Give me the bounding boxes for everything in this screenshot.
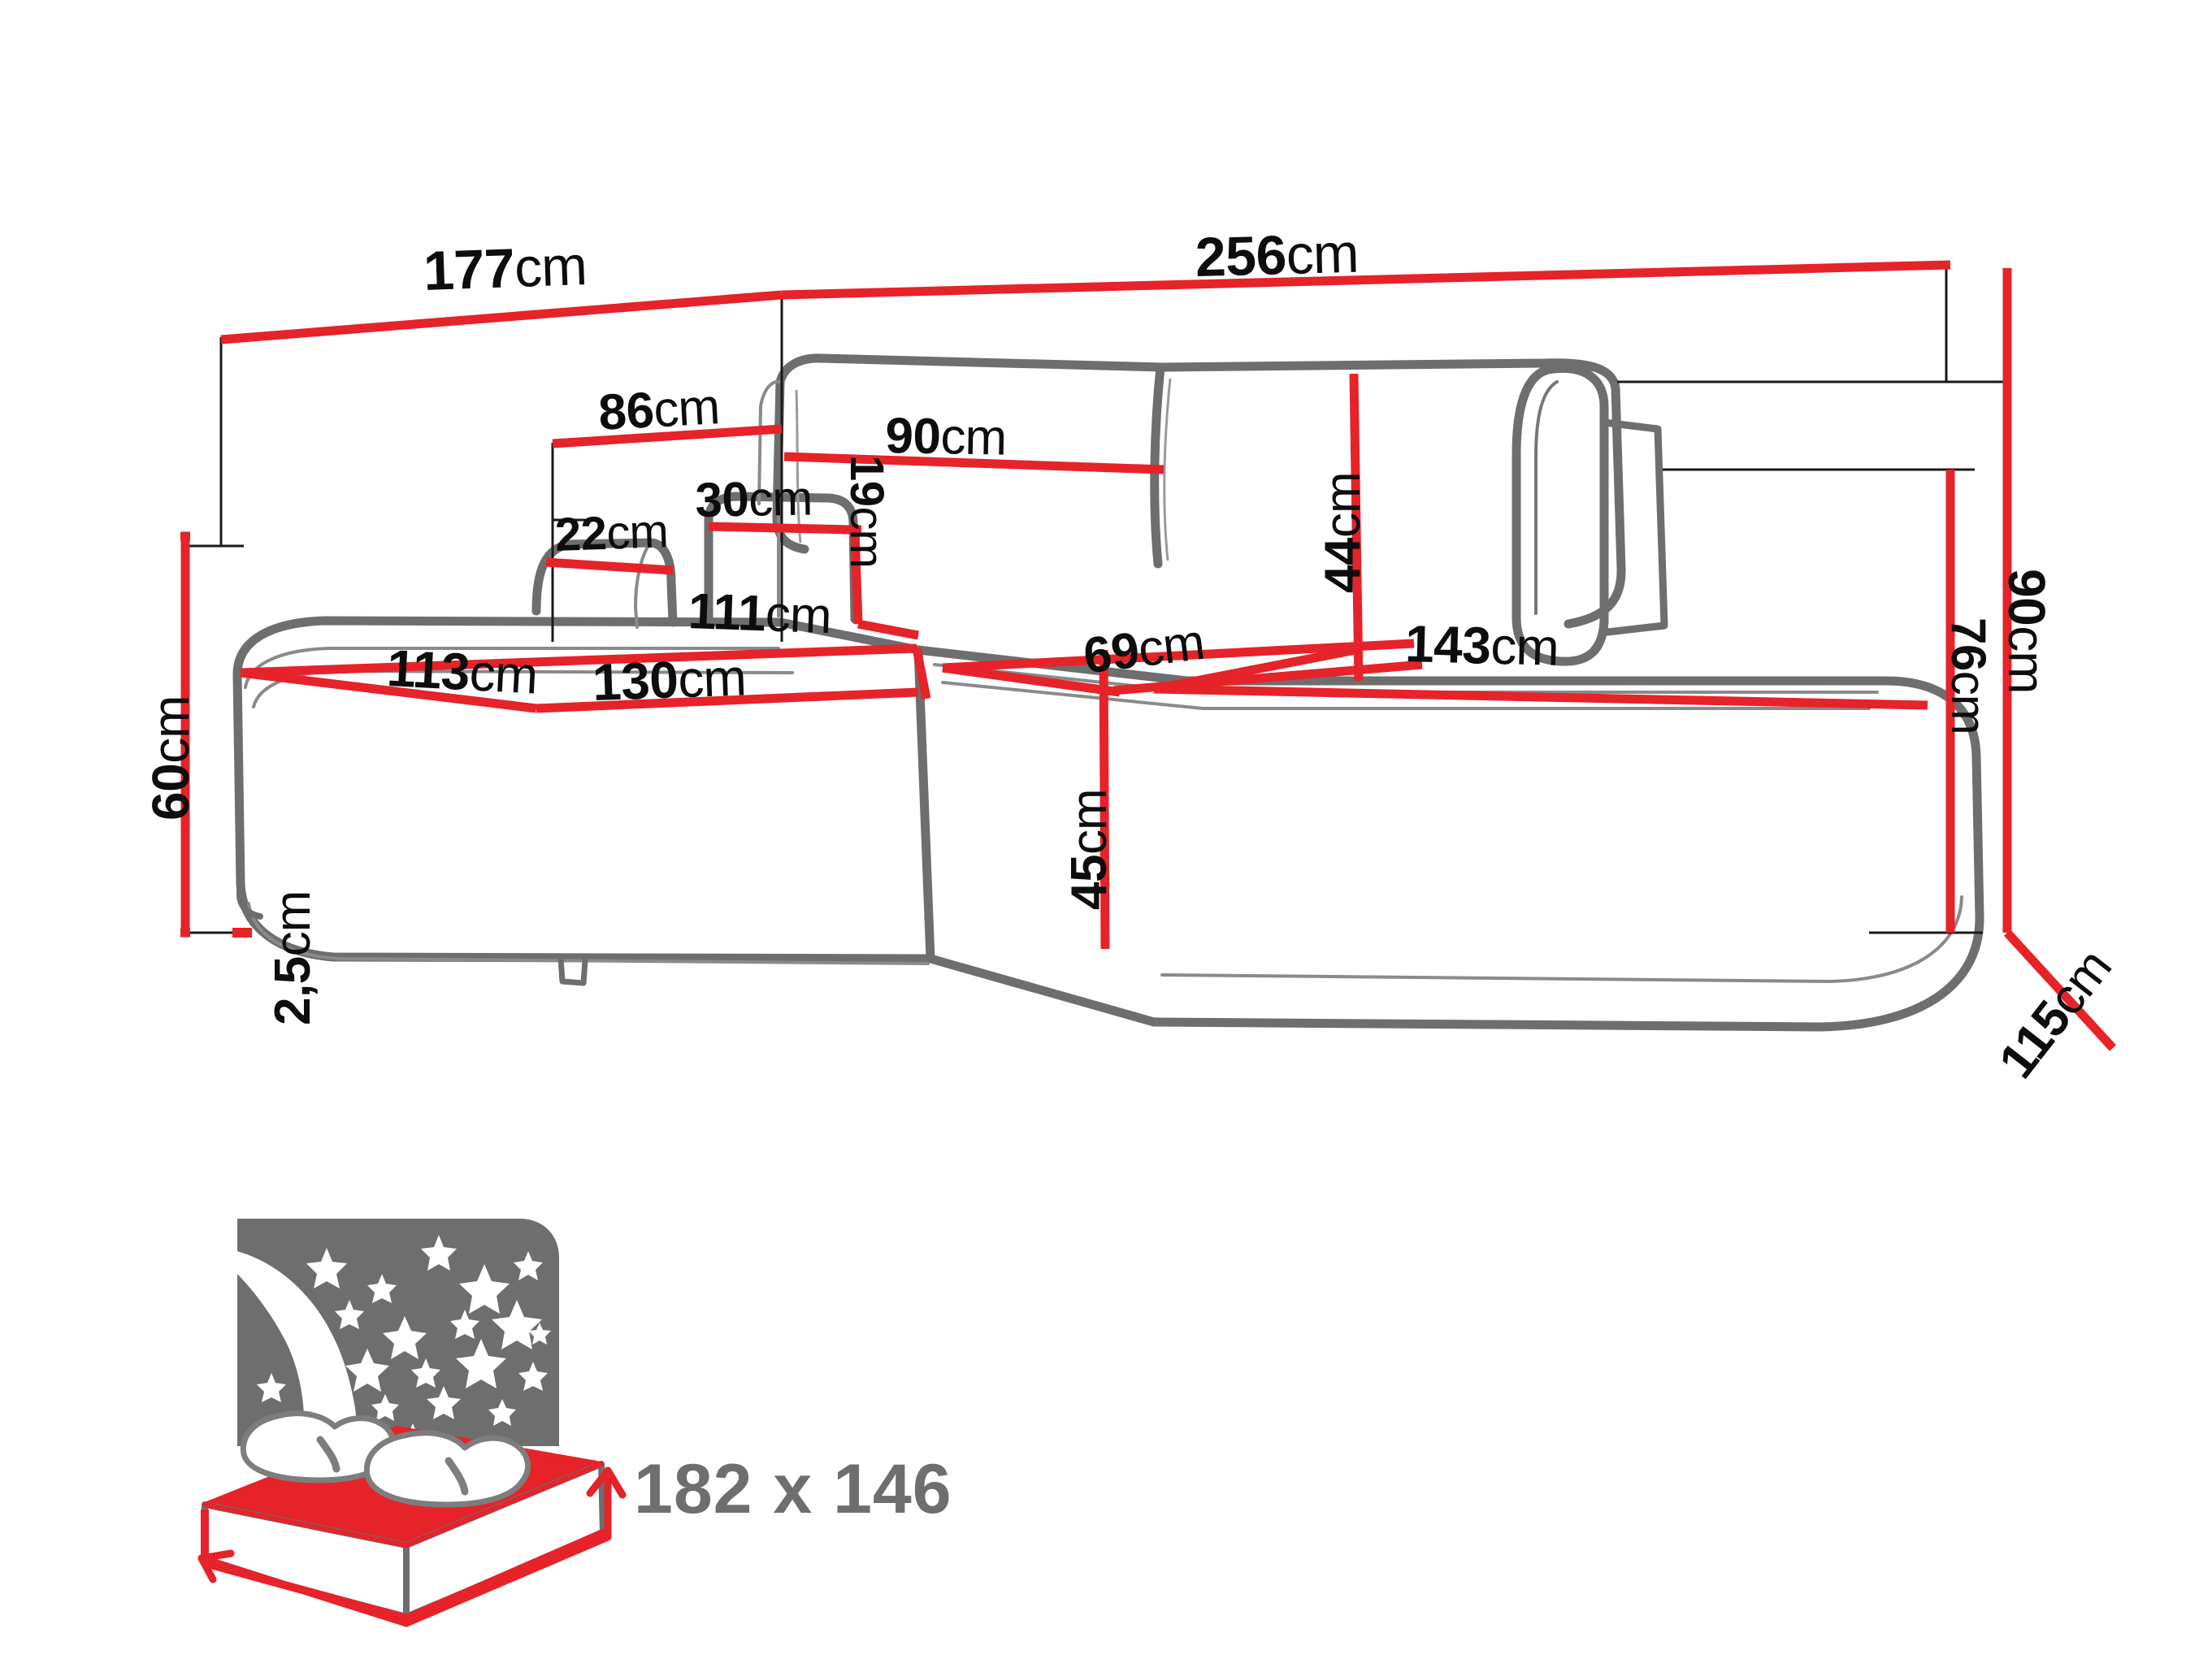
sleeping-area-value: 182 x 146	[634, 1450, 952, 1528]
sleeping-area-label: 182 x 146	[634, 1454, 952, 1524]
